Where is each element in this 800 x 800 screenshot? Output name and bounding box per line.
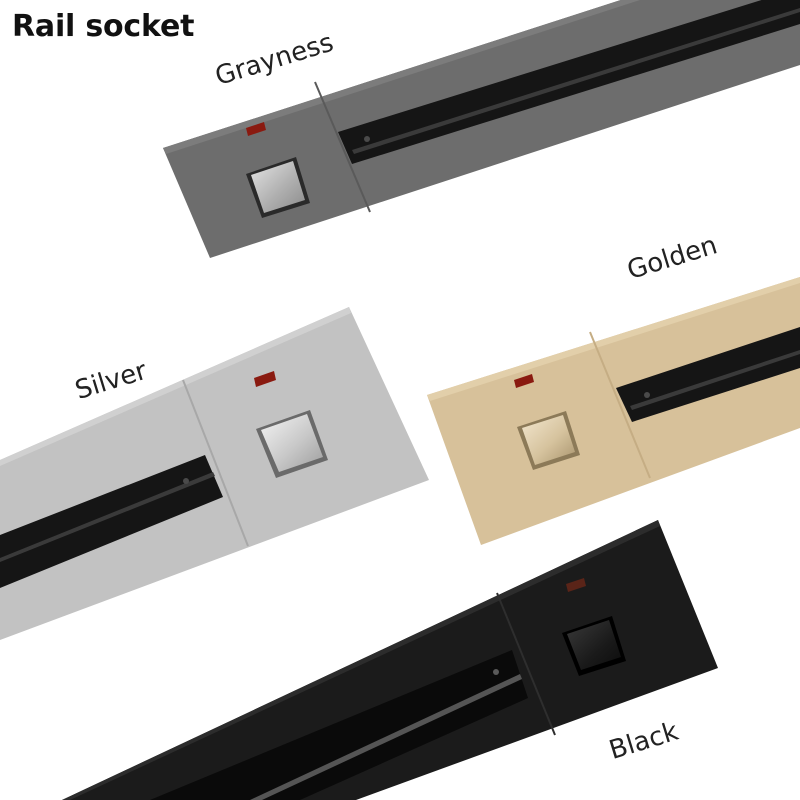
silver-rail-groove [0, 472, 215, 562]
golden-rail-groove [630, 350, 800, 410]
grayness-rail-screw [364, 136, 370, 142]
golden-panel [427, 277, 800, 545]
black-rail-socket [62, 520, 718, 800]
grayness-switch-button [246, 157, 310, 218]
golden-panel-edge [427, 277, 800, 401]
grayness-divider [314, 81, 371, 213]
silver-rail-slot [0, 455, 223, 588]
silver-rail-socket [0, 307, 429, 640]
grayness-indicator-light [246, 122, 266, 136]
black-switch-button [562, 616, 626, 676]
page-title: Rail socket [12, 9, 195, 44]
black-panel [62, 520, 718, 800]
black-indicator-light [566, 578, 586, 592]
black-rail-groove [250, 674, 522, 800]
grayness-rail-groove [352, 8, 800, 154]
silver-rail-screw [183, 478, 189, 484]
grayness-rail-socket [163, 0, 800, 258]
black-rail-screw [493, 669, 499, 675]
golden-divider [589, 331, 651, 479]
grayness-panel-edge [163, 0, 640, 154]
golden-rail-socket [427, 277, 800, 545]
black-divider [496, 592, 556, 736]
silver-indicator-light [254, 371, 276, 387]
silver-switch-button [256, 410, 328, 478]
silver-panel-edge [0, 307, 351, 466]
black-rail-slot [150, 650, 528, 800]
silver-divider [182, 379, 249, 547]
silver-panel [0, 307, 429, 640]
golden-rail-screw [644, 392, 650, 398]
black-panel-edge [62, 520, 660, 800]
golden-indicator-light [514, 374, 534, 388]
golden-switch-button [517, 411, 580, 470]
